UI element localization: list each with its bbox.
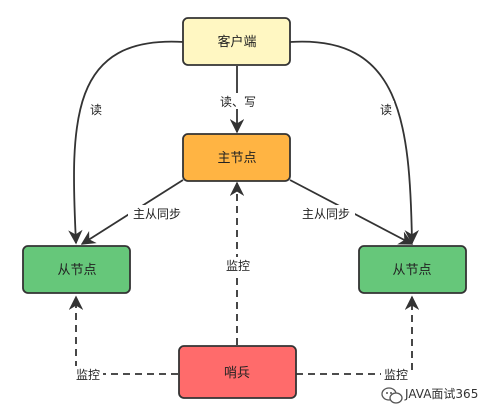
edge-client-slave-right	[289, 40, 419, 245]
node-master-label: 主节点	[217, 151, 256, 166]
label-client-slave-left: 读	[90, 103, 102, 117]
label-monitor-right: 监控	[384, 368, 408, 382]
label-sync-right: 主从同步	[302, 207, 350, 221]
node-slave-right-label: 从节点	[392, 263, 431, 278]
node-client: 客户端	[182, 17, 291, 66]
node-slave-right-box	[358, 245, 467, 294]
label-sync-left: 主从同步	[133, 207, 181, 221]
node-master-box	[182, 133, 291, 182]
node-slave-left-box	[22, 245, 131, 294]
node-sentinel: 哨兵	[178, 345, 297, 399]
watermark: JAVA面试365	[381, 386, 478, 404]
wechat-icon	[381, 387, 403, 404]
label-monitor-left: 监控	[76, 368, 100, 382]
edge-labels: 读、写 读 读 主从同步 主从同步 监控 监控 监控	[73, 93, 411, 382]
node-master: 主节点	[182, 133, 291, 182]
edges	[68, 40, 420, 375]
node-client-label: 客户端	[217, 34, 256, 50]
edge-monitor-right	[296, 295, 420, 375]
node-slave-right: 从节点	[358, 245, 467, 294]
watermark-text: JAVA面试365	[404, 386, 478, 401]
node-sentinel-box	[178, 345, 297, 399]
edge-client-slave-left	[68, 40, 185, 245]
node-sentinel-label: 哨兵	[224, 366, 250, 381]
label-client-master: 读、写	[220, 95, 256, 109]
node-slave-left-label: 从节点	[57, 263, 96, 278]
label-client-slave-right: 读	[380, 103, 392, 117]
label-monitor-master: 监控	[226, 259, 250, 273]
node-client-box	[182, 17, 291, 66]
node-slave-left: 从节点	[22, 245, 131, 294]
edge-monitor-left	[68, 295, 178, 375]
